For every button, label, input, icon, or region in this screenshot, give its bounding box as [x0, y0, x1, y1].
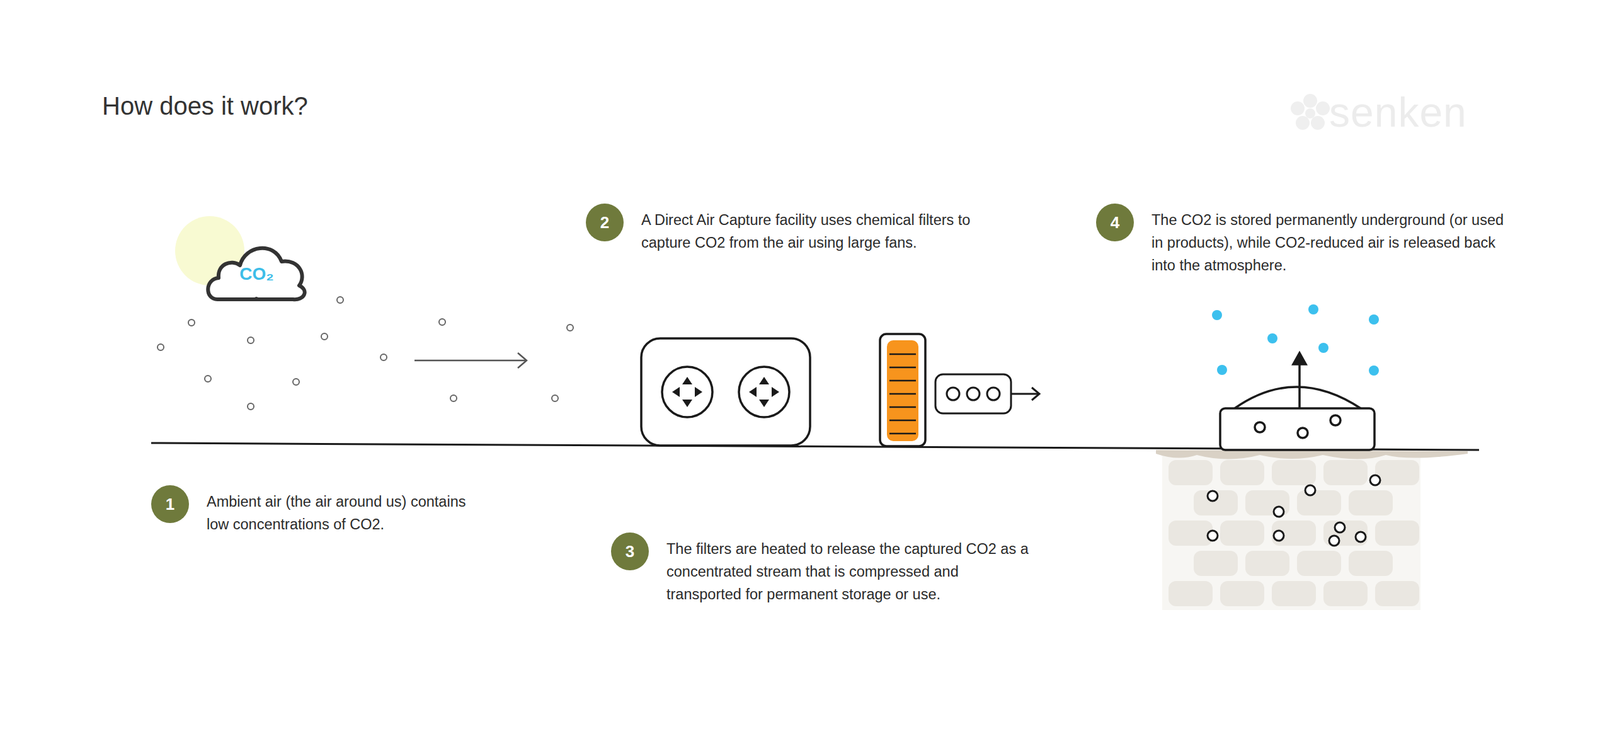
fan-blades: [672, 376, 780, 407]
step-callout: 3 The filters are heated to release the c…: [611, 532, 1032, 606]
released-air: [1211, 304, 1379, 376]
underground-rock: [1155, 449, 1468, 610]
callout-number: 3: [611, 532, 649, 571]
step-description: Ambient air (the air around us) contains…: [206, 490, 472, 536]
compressor: [935, 374, 1040, 414]
callout-number: 1: [151, 485, 189, 523]
fan-unit: [641, 338, 811, 446]
step-text: The filters are heated to release the ca…: [666, 537, 1032, 606]
watermark: senken: [1329, 88, 1468, 137]
logo-mark: [1290, 93, 1330, 130]
step-description: A Direct Air Capture facility uses chemi…: [641, 208, 982, 254]
step-callout: 4 The CO2 is stored permanently undergrou…: [1096, 203, 1517, 277]
step-description: The filters are heated to release the ca…: [666, 537, 1032, 606]
callout-number: 4: [1096, 203, 1134, 242]
step-text: The CO2 is stored permanently undergroun…: [1151, 208, 1517, 277]
air-particles: [157, 296, 574, 410]
cloud-shape: CO₂: [204, 236, 309, 303]
step-description: The CO2 is stored permanently undergroun…: [1151, 208, 1517, 277]
title: How does it work?: [102, 91, 309, 121]
filter: [880, 333, 926, 446]
cloud-label: CO₂: [204, 263, 309, 285]
step-callout: 2 A Direct Air Capture facility uses chem…: [585, 203, 982, 254]
step-text: Ambient air (the air around us) contains…: [206, 490, 472, 536]
step-text: A Direct Air Capture facility uses chemi…: [641, 208, 982, 254]
step-callout: 1 Ambient air (the air around us) contain…: [151, 485, 472, 536]
flow-arrow: [414, 352, 527, 368]
callout-number: 2: [585, 203, 624, 242]
stored-co2: [1207, 474, 1381, 546]
storage-facility: [1220, 352, 1375, 450]
